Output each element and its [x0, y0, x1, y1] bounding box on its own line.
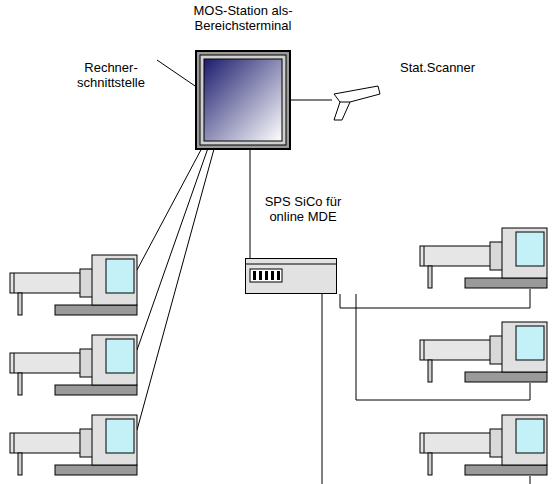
plc-rail	[246, 264, 337, 265]
plc-unit-outline	[245, 258, 337, 294]
scanner-detail	[340, 102, 350, 103]
scanner-body	[334, 86, 380, 120]
monitor-bezel	[200, 55, 286, 145]
interface-label: Rechner- schnittstelle	[66, 60, 156, 90]
plc-unit: SPS SiCo für online MDE	[245, 258, 337, 294]
wire	[322, 294, 323, 484]
barcode-scanner-outline	[332, 84, 382, 122]
node-heading: SPS SiCo für online MDE	[257, 194, 349, 224]
plc-module-bar	[253, 271, 256, 280]
cnc-machine	[10, 255, 137, 315]
wire	[137, 146, 203, 270]
plc-module-bar	[277, 271, 280, 280]
wire	[530, 476, 531, 484]
plc-module-slot	[250, 269, 282, 282]
monitor-screen	[204, 59, 282, 141]
cnc-machine	[420, 415, 547, 475]
cnc-machine	[10, 335, 137, 395]
cnc-machine	[10, 415, 137, 475]
cable	[291, 100, 332, 101]
plc-module-bar	[271, 271, 274, 280]
cnc-machine	[420, 228, 547, 288]
terminal-monitor: MOS-Station als- Bereichsterminal	[195, 50, 291, 150]
barcode-scanner: Stat.Scanner	[332, 84, 382, 122]
wire	[137, 149, 214, 430]
node-heading: Stat.Scanner	[400, 60, 510, 75]
wire	[340, 289, 530, 308]
wire	[157, 60, 198, 88]
monitor-frame	[196, 51, 290, 149]
plc-module-bar	[265, 271, 268, 280]
cnc-machine	[420, 322, 547, 382]
plc-housing	[246, 259, 337, 294]
plc-module-bar	[259, 271, 262, 280]
wire	[137, 148, 208, 350]
node-heading: MOS-Station als- Bereichsterminal	[163, 3, 323, 33]
terminal-monitor-outline	[195, 50, 291, 150]
cable	[250, 150, 251, 258]
